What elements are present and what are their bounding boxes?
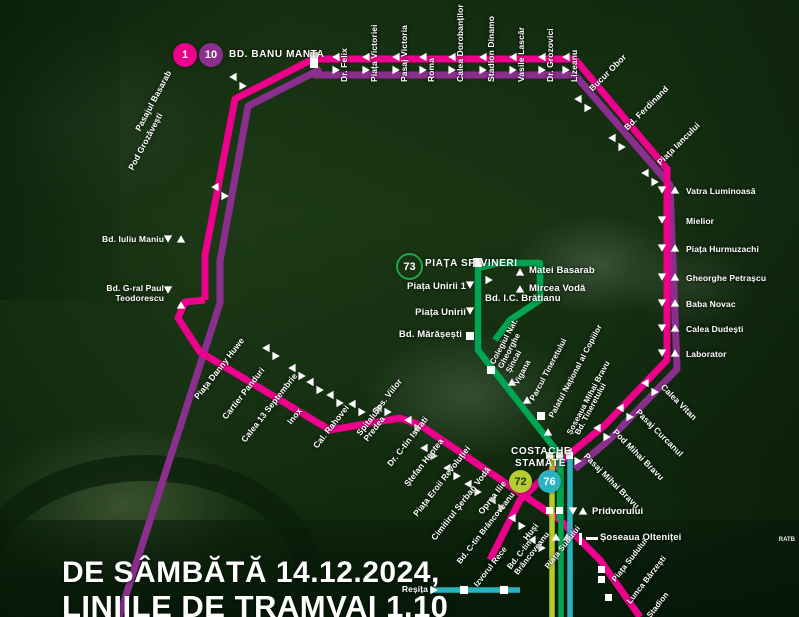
corner-watermark: RATB (778, 537, 795, 543)
station-markers-green-line (465, 268, 553, 436)
line-badge-73[interactable]: 73 (396, 253, 423, 280)
station-label-calea-dorobantilor: Calea Dorobanților (455, 4, 465, 82)
station-label-vatra-luminoasa: Vatra Luminoasă (686, 186, 756, 196)
station-label-bd-marasesti: Bd. Mărășești (398, 329, 462, 340)
station-label-calea-dudesti: Calea Dudești (686, 324, 744, 334)
line-badge-76[interactable]: 76 (538, 470, 561, 493)
station-label-laborator: Laborator (686, 349, 727, 359)
label-banu-manta: BD. BANU MANTA (229, 49, 325, 60)
station-label-gheorghe-petrascu: Gheorghe Petrașcu (686, 273, 767, 283)
station-label-resita: Reșița (401, 584, 428, 594)
station-label-piata-victoriei: Piața Victoriei (369, 24, 379, 82)
station-label-mircea-voda: Mircea Vodă (529, 283, 586, 294)
station-label-matei-basarab: Matei Basarab (529, 265, 595, 276)
station-label-bd-gral-paul-teodorescu: Bd. G-ral Paul Teodorescu (106, 283, 164, 303)
station-label-lizeanu: Lizeanu (569, 49, 579, 82)
station-label-bd-iuliu-maniu: Bd. Iuliu Maniu (102, 234, 164, 244)
station-label-bd-ic-bratianu: Bd. I.C. Brătianu (485, 293, 561, 304)
station-label-soseaua-olteniei: Șoseaua Olteniței (600, 532, 682, 543)
station-label-pasaj-victoria: Pasaj Victoria (399, 25, 409, 82)
terminus-marker-sf-vineri (473, 258, 482, 267)
station-label-roma: Roma (426, 57, 436, 82)
station-markers-interchange (430, 452, 612, 601)
interchange-name-line1: COSTACHE (511, 446, 572, 457)
station-label-stadion-dinamo: Stadion Dinamo (486, 15, 496, 82)
station-label-mielior: Mielior (686, 216, 715, 226)
station-label-baba-novac: Baba Novac (686, 299, 736, 309)
station-label-vasile-lascar: Vasile Lascăr (516, 26, 526, 82)
headline-line-2: LINIILE DE TRAMVAI 1,10 (62, 588, 449, 617)
station-label-dr-grozovici: Dr. Grozovici (545, 28, 555, 82)
route-line-1 (174, 55, 671, 617)
line-badge-1[interactable]: 1 (173, 43, 197, 67)
label-piata-sf-vineri: PIAȚA SF. VINERI (425, 258, 518, 269)
line-badge-10[interactable]: 10 (199, 43, 223, 67)
line-badge-72[interactable]: 72 (509, 470, 532, 493)
station-label-dr-felix: Dr. Felix (339, 48, 349, 82)
station-label-piata-unirii-1: Piața Unirii 1 (407, 281, 466, 292)
station-label-piata-unirii: Piața Unirii (415, 307, 466, 318)
terminus-marker-banu-manta (310, 52, 318, 68)
headline-line-1: DE SÂMBĂTĂ 14.12.2024, (62, 556, 440, 590)
poster-headline: DE SÂMBĂTĂ 14.12.2024, LINIILE DE TRAMVA… (62, 556, 449, 617)
station-label-pridvorului: Pridvorului (592, 506, 644, 517)
station-label-piata-hurmuzachi: Piața Hurmuzachi (686, 244, 759, 254)
interchange-name-line2: STAMATE (515, 458, 567, 469)
